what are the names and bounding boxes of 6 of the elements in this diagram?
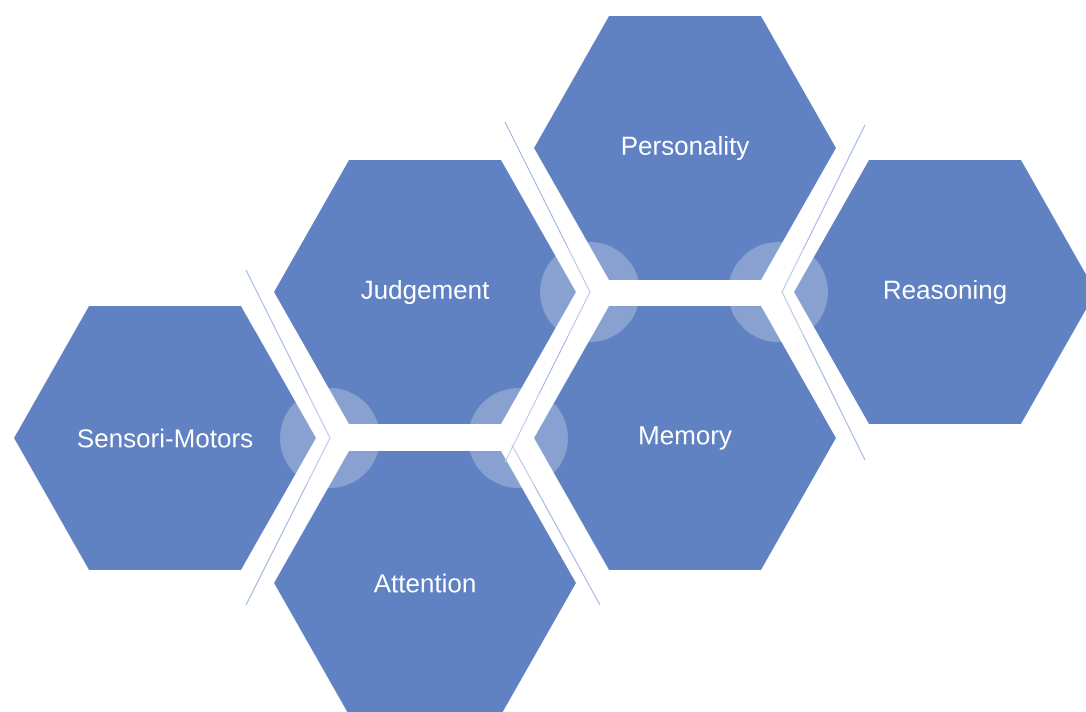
hexagon: Attention	[274, 451, 576, 712]
hexagon: Reasoning	[794, 160, 1086, 424]
hexagon: Memory	[534, 306, 836, 570]
hexagon: Personality	[534, 16, 836, 280]
hexagon: Judgement	[274, 160, 576, 424]
hexagon: Sensori-Motors	[14, 306, 316, 570]
